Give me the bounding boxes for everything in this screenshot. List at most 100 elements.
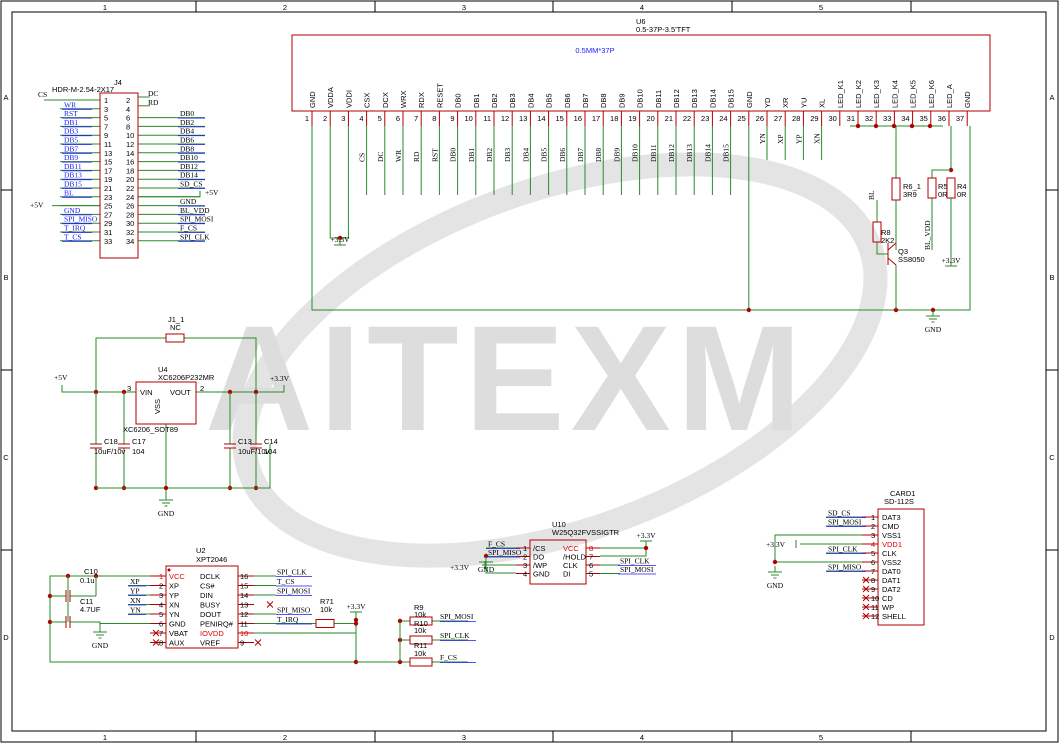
u6-pin-name: DB14 — [708, 89, 717, 108]
j4-net-left: DB1 — [64, 118, 78, 127]
u6-pin-name: LED_K4 — [890, 80, 899, 108]
card1-pin-number: 9 — [871, 585, 875, 594]
u6-pin-name: GND — [745, 91, 754, 108]
u6-pin-name: LED_K1 — [836, 80, 845, 108]
u6-net-label: DB14 — [703, 144, 712, 162]
r4-resistor — [946, 177, 956, 199]
u6-pin-number: 18 — [610, 114, 618, 123]
j4-net-right: DB0 — [180, 109, 194, 118]
u6-pin-name: YD — [763, 97, 772, 108]
c18-ref: C18 — [104, 437, 118, 446]
u6-pin-number: 25 — [737, 114, 745, 123]
wire — [95, 337, 166, 390]
u10-pin-number-right: 8 — [589, 544, 593, 553]
u2-pin-number-left: 2 — [159, 582, 163, 591]
c13-ref: C13 — [238, 437, 252, 446]
u6-net-label: YP — [794, 134, 803, 144]
u4-body — [135, 381, 197, 425]
u6-pin-name: GND — [308, 91, 317, 108]
row-label-right: C — [1049, 453, 1055, 462]
u10-vdd-left-label: +3.3V — [450, 563, 470, 572]
u6-net-label: DB8 — [594, 148, 603, 162]
u6-net-label: DB10 — [631, 144, 640, 162]
u2-pin-number-right: 11 — [240, 620, 248, 629]
card1-pin-number: 8 — [871, 576, 875, 585]
wire — [356, 622, 401, 663]
u6-pin-number: 8 — [432, 114, 436, 123]
u6-pin-name: DB0 — [454, 93, 463, 108]
card1-pin-name: SHELL — [882, 612, 906, 621]
column-label-bottom: 5 — [819, 733, 823, 742]
j4-net-right: DC — [148, 89, 158, 98]
r5-resistor — [927, 177, 937, 199]
r10-value: 10k — [414, 626, 426, 635]
u6-net-label: DB3 — [503, 148, 512, 162]
r6-resistor — [891, 177, 901, 201]
row-label-right: A — [1049, 93, 1054, 102]
j4-net-left: DB3 — [64, 127, 78, 136]
u6-pin-name: DB11 — [654, 90, 663, 108]
card1-body — [877, 508, 925, 626]
u2-pin-number-left: 3 — [159, 591, 163, 600]
r6-value: 3R9 — [903, 190, 917, 199]
junction-dot — [927, 123, 933, 129]
c14-value: 104 — [264, 447, 277, 456]
j4-net-right: DB2 — [180, 118, 194, 127]
wiring — [44, 96, 971, 665]
u6-pin-name: XL — [818, 99, 827, 108]
card1-pin-number: 12 — [871, 612, 879, 621]
u10-pin-name-left: DO — [533, 553, 544, 562]
u2-pin-name-left: GND — [169, 620, 186, 629]
u6-net-label: DB4 — [521, 148, 530, 162]
row-label-left: A — [3, 93, 8, 102]
card1-pin-number: 3 — [871, 531, 875, 540]
j4-pin-number-left: 21 — [104, 184, 112, 193]
junction-dot — [746, 307, 751, 313]
u2-pin-number-left: 4 — [159, 601, 163, 610]
no-connect-mark — [152, 629, 160, 637]
u6-net-label: RD — [412, 151, 421, 162]
u6-pin-number: 3 — [341, 114, 345, 123]
card1-pin-number: 10 — [871, 594, 879, 603]
j4-net-left: WR — [64, 100, 76, 109]
u2-pin-number-right: 15 — [240, 582, 248, 591]
c10-ref: C10 — [84, 567, 98, 576]
j4-pin-number-left: 3 — [104, 105, 108, 114]
u6-pin-number: 35 — [919, 114, 927, 123]
u6-pin-number: 6 — [396, 114, 400, 123]
j4-net-right: DB6 — [180, 136, 194, 145]
wire — [311, 126, 971, 311]
u2-pin-name-right: DCLK — [200, 572, 220, 581]
u10-net-left: F_CS — [488, 540, 505, 549]
column-label-top: 3 — [462, 3, 466, 12]
q3-ref: Q3 — [898, 247, 908, 256]
u6-net-label: WR — [394, 150, 403, 162]
u6-pin-number: 23 — [701, 114, 709, 123]
r11-ref: R11 — [414, 641, 427, 650]
u6-net-label: XP — [776, 134, 785, 144]
u6-pin-name: DB6 — [563, 93, 572, 108]
u2-pin-name-left: VCC — [169, 572, 185, 581]
r11-value: 10k — [414, 649, 426, 658]
u10-net-left: SPI_MISO — [488, 548, 522, 557]
r11-resistor — [409, 657, 433, 667]
card1-pin-number: 5 — [871, 549, 875, 558]
j4-pin-number-left: 9 — [104, 131, 108, 140]
r9-ref: R9 — [414, 603, 424, 612]
j4-net-left: GND — [64, 206, 81, 215]
j4-pin-number-left: 23 — [104, 193, 112, 202]
j4-pin-number-left: 11 — [104, 140, 112, 149]
u6-pin-name: DB1 — [472, 93, 481, 108]
u6-pin-number: 10 — [464, 114, 472, 123]
no-connect-mark — [862, 585, 870, 593]
u10-pin-name-right: CLK — [563, 561, 578, 570]
j4-pin-number-left: 33 — [104, 237, 112, 246]
u10-pin-name-left: /WP — [533, 561, 547, 570]
u6-net-label: DB13 — [685, 144, 694, 162]
u6-net-label: DB9 — [612, 148, 621, 162]
u4-package: XC6206_SOT89 — [123, 425, 178, 434]
wire — [138, 190, 201, 198]
u6-pin-name: DB13 — [690, 89, 699, 108]
j4-net-left: BL — [64, 188, 74, 197]
